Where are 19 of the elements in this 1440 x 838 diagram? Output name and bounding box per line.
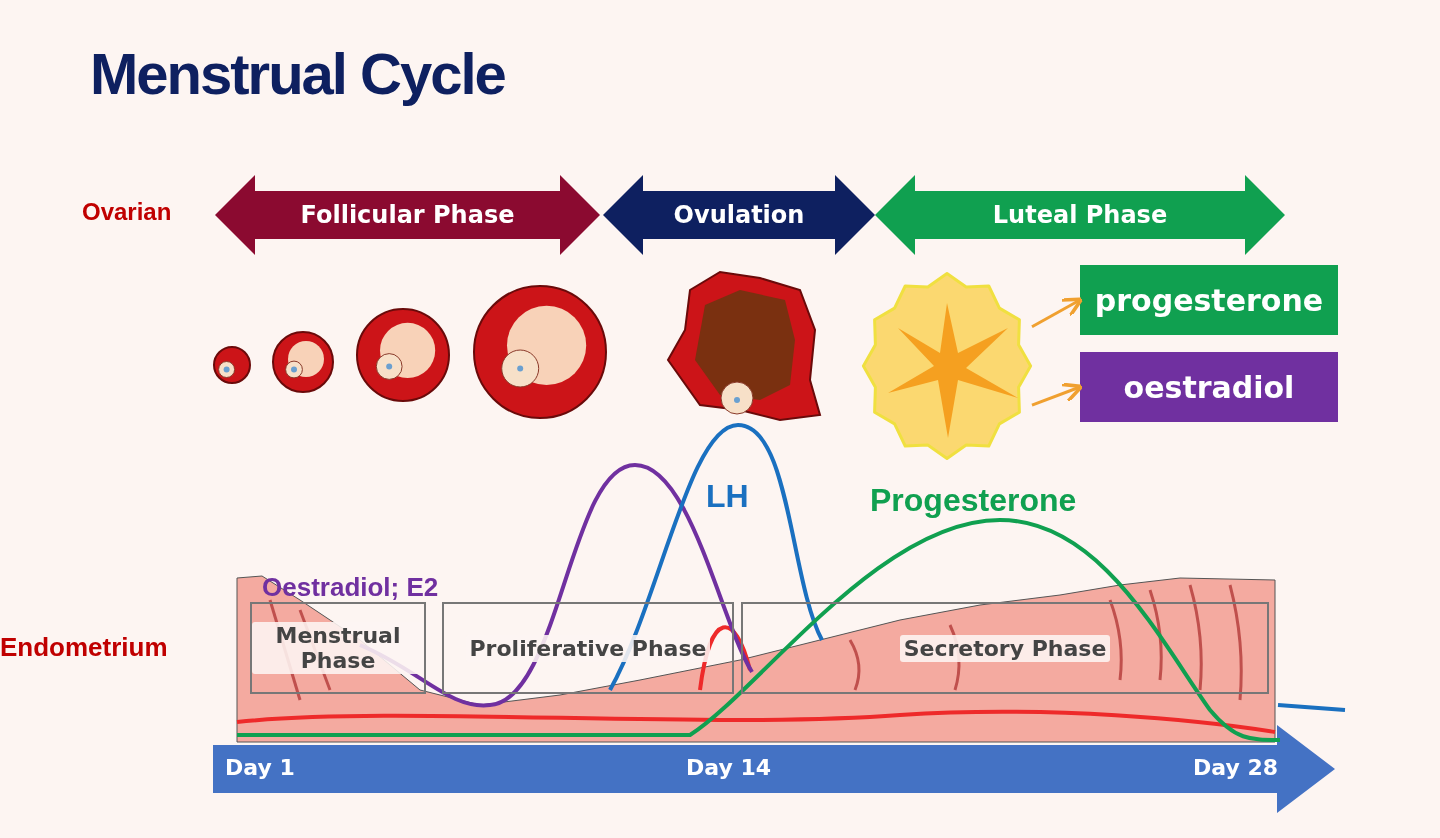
timeline-arrow — [213, 725, 1335, 813]
double-arrow-band: Ovulation — [603, 175, 875, 255]
title: Menstrual Cycle — [90, 40, 505, 107]
arrow — [1031, 382, 1084, 407]
day-label: Day 14 — [686, 755, 772, 780]
double-arrow-band: Luteal Phase — [875, 175, 1285, 255]
double-arrow-band: Follicular Phase — [215, 175, 600, 255]
phase-box: Proliferative Phase — [442, 602, 734, 694]
hormone-box: oestradiol — [1080, 352, 1338, 422]
arrow — [1031, 297, 1084, 329]
day-label: Day 28 — [1193, 755, 1279, 780]
row-label: Endometrium — [0, 632, 168, 663]
phase-box: Menstrual Phase — [250, 602, 426, 694]
curve-label: Progesterone — [870, 482, 1077, 519]
hormone-box: progesterone — [1080, 265, 1338, 335]
row-label: Ovarian — [82, 198, 172, 226]
day-label: Day 1 — [225, 755, 295, 780]
phase-box: Secretory Phase — [741, 602, 1269, 694]
curve-label: LH — [706, 478, 749, 515]
